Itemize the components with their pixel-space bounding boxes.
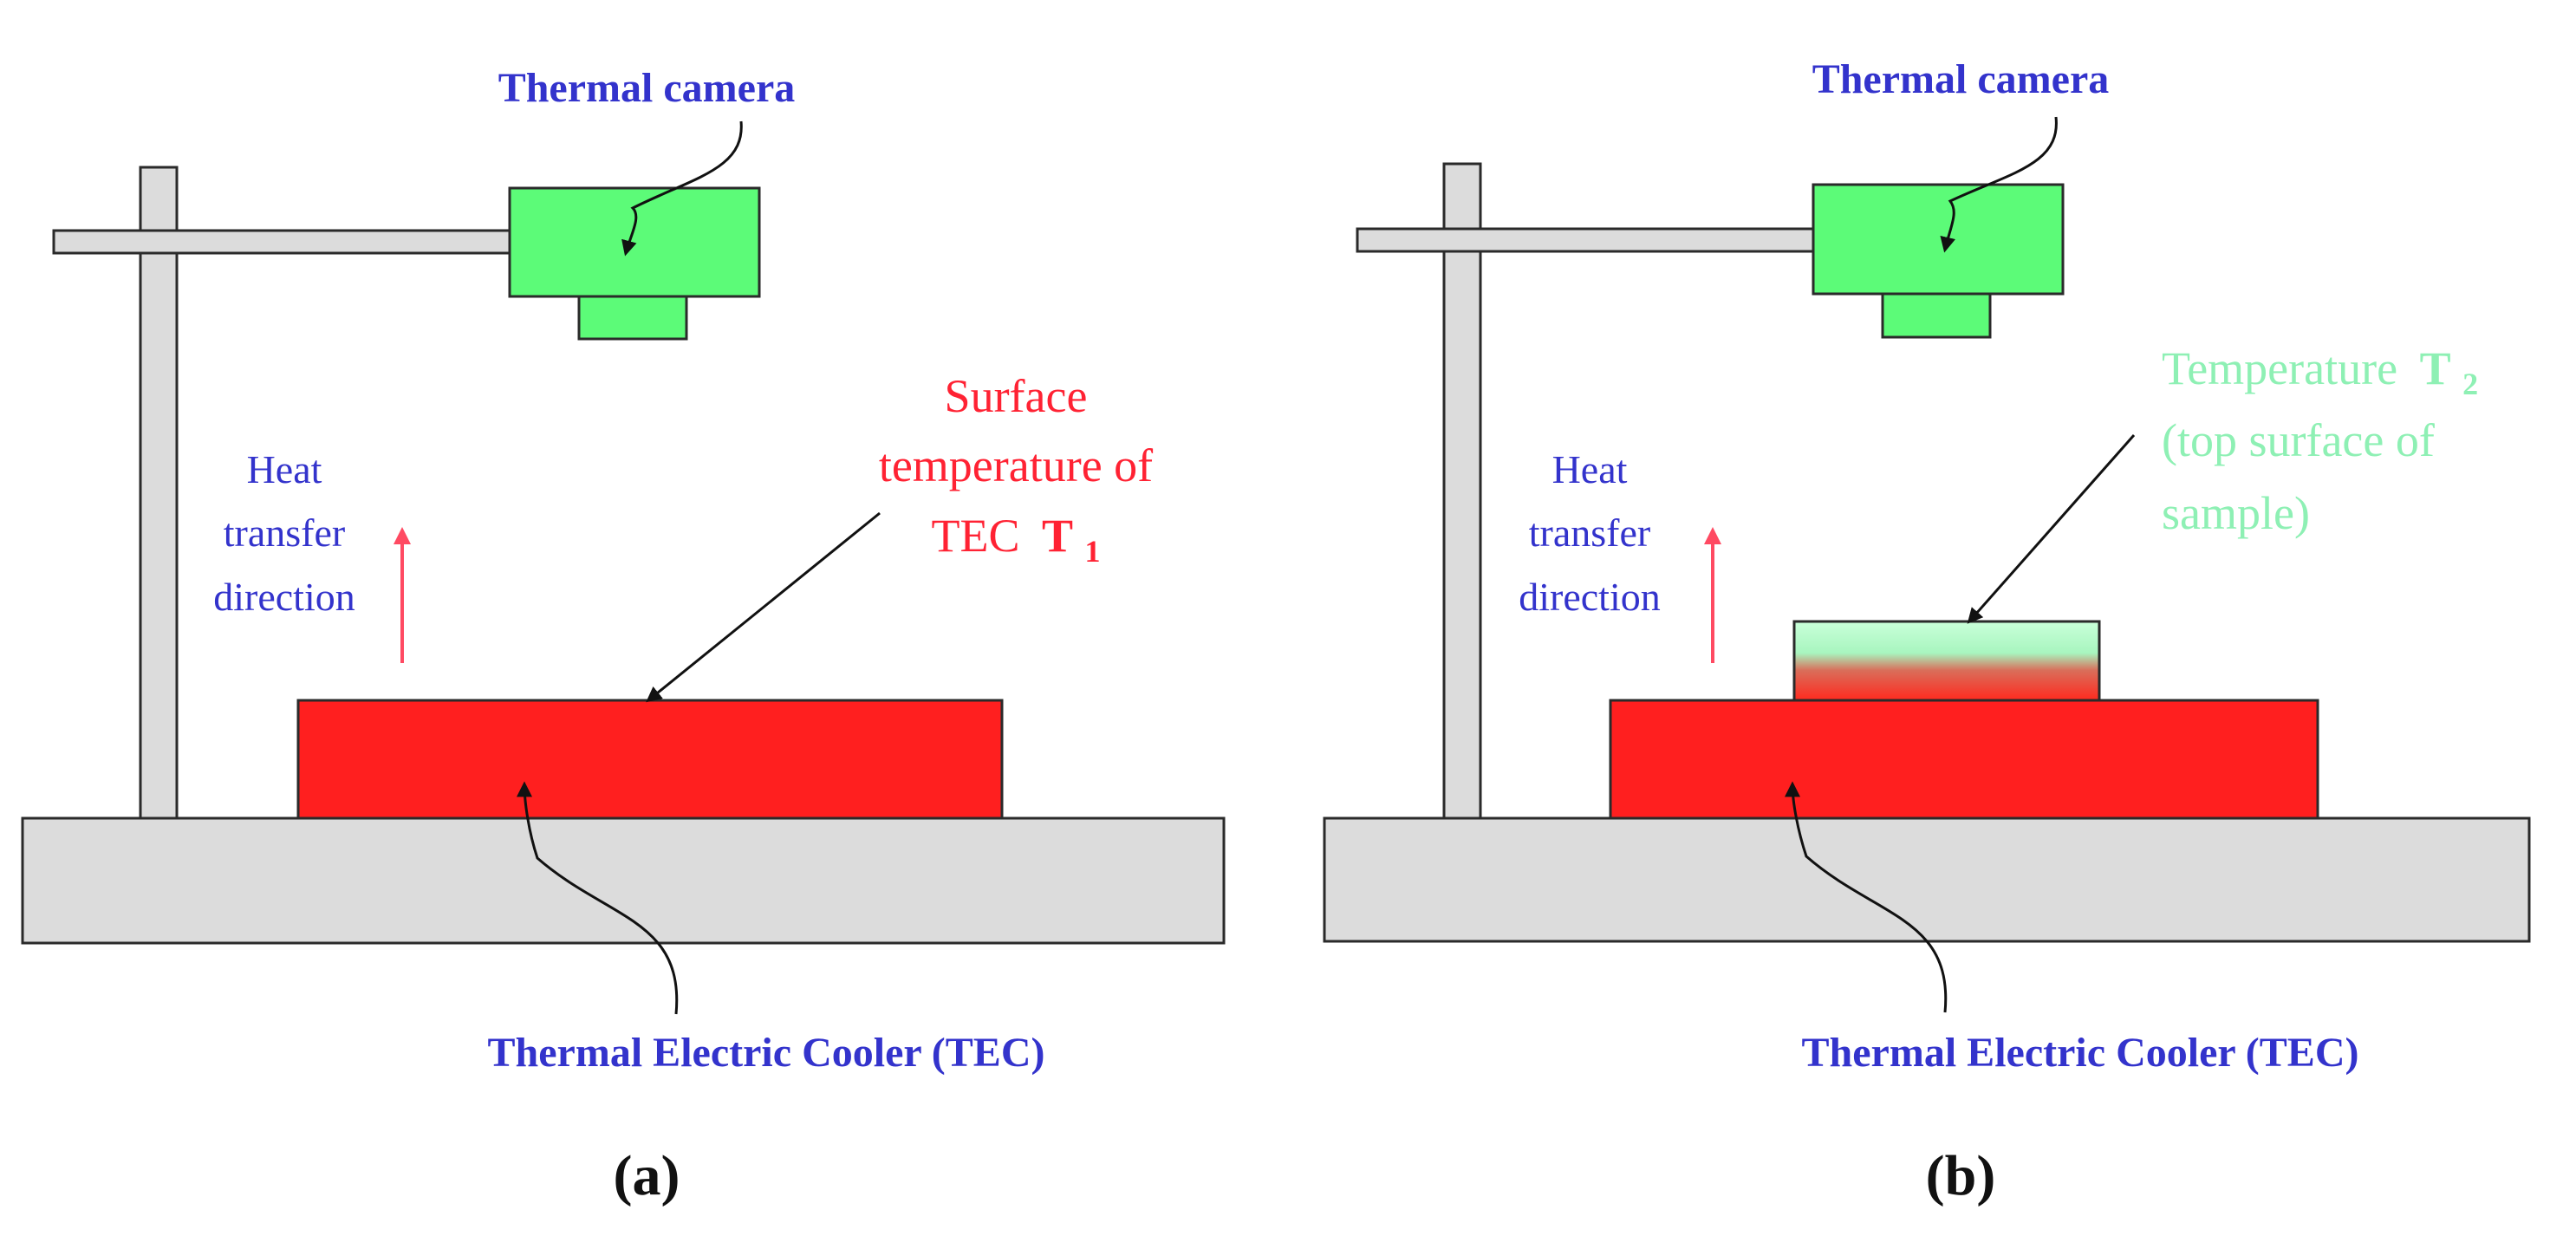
temperature-label-line1-b: Temperature T 2 <box>2162 342 2478 401</box>
thermal-camera-body-b <box>1812 183 2065 296</box>
thermal-camera-lens-b <box>1881 292 1992 339</box>
heat-label-line2-a: transfer <box>224 511 345 555</box>
surface-pointer-arrow-a <box>646 511 881 703</box>
camera-pointer-arrow-b <box>1940 116 2058 253</box>
stand-arm-a <box>52 229 513 255</box>
temperature-subscript-b: 2 <box>2462 367 2478 401</box>
surface-label-prefix-a: TEC <box>931 510 1019 562</box>
temperature-label-prefix-b: Temperature <box>2162 342 2397 394</box>
temperature-label-line2-b: (top surface of <box>2162 414 2435 466</box>
sample-block-b <box>1792 620 2101 702</box>
panel-a: Thermal camera Heat transfer direction S… <box>21 65 1226 1207</box>
temperature-symbol-b: T <box>2420 342 2451 394</box>
heat-label-line3-a: direction <box>213 575 355 619</box>
caption-a: (a) <box>614 1144 680 1207</box>
tec-label-b: Thermal Electric Cooler (TEC) <box>1802 1030 2359 1076</box>
heat-label-line2-b: transfer <box>1529 511 1650 555</box>
tec-pointer-arrow-b <box>1785 781 1948 1013</box>
heat-label-line3-b: direction <box>1519 575 1661 619</box>
surface-symbol-a: T <box>1042 510 1073 562</box>
stand-pole-b <box>1442 162 1482 820</box>
thermal-camera-label-a: Thermal camera <box>498 65 796 111</box>
base-platform-a <box>21 816 1226 945</box>
tec-block-b <box>1609 699 2319 820</box>
thermal-camera-body-a <box>508 186 761 298</box>
stand-arm-b <box>1356 227 1817 253</box>
thermal-camera-label-b: Thermal camera <box>1812 56 2110 102</box>
surface-subscript-a: 1 <box>1085 534 1101 569</box>
camera-pointer-arrow-a <box>621 120 743 257</box>
tec-block-a <box>296 699 1004 820</box>
tec-label-a: Thermal Electric Cooler (TEC) <box>488 1030 1045 1076</box>
heat-label-line1-a: Heat <box>247 447 322 491</box>
surface-label-line3-a: TEC T 1 <box>931 510 1100 569</box>
base-platform-b <box>1323 816 2531 943</box>
surface-label-line1-a: Surface <box>945 370 1088 422</box>
heat-label-line1-b: Heat <box>1552 447 1628 491</box>
stand-pole-a <box>139 166 179 820</box>
temperature-label-line3-b: sample) <box>2162 487 2310 539</box>
temperature-pointer-arrow-b <box>1967 434 2136 624</box>
panel-b: Thermal camera Heat transfer direction T… <box>1323 56 2531 1207</box>
thermal-camera-lens-a <box>577 295 688 341</box>
caption-b: (b) <box>1926 1144 1996 1207</box>
tec-pointer-arrow-a <box>517 781 679 1015</box>
surface-label-line2-a: temperature of <box>879 439 1153 491</box>
